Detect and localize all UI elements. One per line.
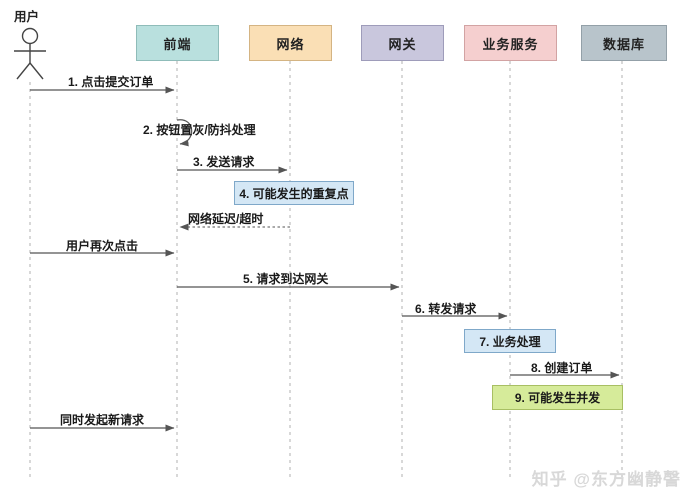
participant-box-database[interactable]: 数据库: [581, 25, 667, 61]
note-duplicate-point: 4. 可能发生的重复点: [234, 181, 354, 205]
message-label-new-request: 同时发起新请求: [60, 413, 145, 427]
message-label-network-delay: 网络延迟/超时: [188, 212, 264, 226]
message-label-8: 8. 创建订单: [531, 361, 593, 375]
participant-label-database: 数据库: [602, 36, 645, 52]
message-label-5: 5. 请求到达网关: [243, 272, 329, 286]
stick-figure-actor-icon: [14, 27, 46, 80]
participant-label-gateway: 网关: [388, 36, 417, 52]
message-arrows-group: [30, 86, 620, 432]
participant-label-frontend: 前端: [163, 36, 192, 52]
message-label-1: 1. 点击提交订单: [68, 75, 154, 89]
message-label-6: 6. 转发请求: [415, 302, 477, 316]
note-concurrency-label: 9. 可能发生并发: [514, 391, 601, 405]
note-concurrency: 9. 可能发生并发: [492, 385, 623, 410]
note-business-processing-label: 7. 业务处理: [479, 334, 541, 349]
message-label-user-click-again: 用户再次点击: [66, 239, 139, 253]
message-arrow-2-self-loop: [176, 119, 193, 147]
participant-box-gateway[interactable]: 网关: [361, 25, 444, 61]
message-label-2: 2. 按钮置灰/防抖处理: [143, 123, 256, 137]
participant-box-network[interactable]: 网络: [249, 25, 332, 61]
participant-box-frontend[interactable]: 前端: [136, 25, 219, 61]
participant-label-network: 网络: [276, 36, 305, 52]
message-label-3: 3. 发送请求: [193, 155, 255, 169]
lifelines-group: [29, 61, 623, 478]
note-business-processing: 7. 业务处理: [464, 329, 556, 353]
participant-box-business-service[interactable]: 业务服务: [464, 25, 557, 61]
participant-label-business-service: 业务服务: [482, 36, 539, 52]
note-duplicate-point-label: 4. 可能发生的重复点: [239, 186, 349, 201]
actor-label-user: 用户: [14, 10, 40, 24]
watermark: 知乎 @东方幽静謦: [531, 470, 681, 489]
